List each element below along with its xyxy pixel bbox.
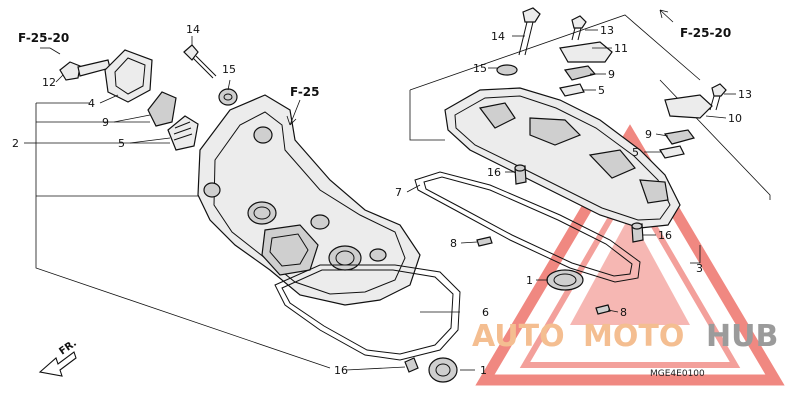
callout-10: 10 — [728, 112, 742, 125]
f-25-arrow — [286, 99, 301, 126]
left-group-bracket — [24, 102, 331, 369]
watermark-moto: MOTO — [583, 319, 684, 354]
callout-9-upper-right: 9 — [608, 68, 615, 81]
front-direction-arrow: FR. — [38, 338, 79, 377]
callout-5-lower-right: 5 — [632, 146, 639, 159]
callout-8-upper-right: 8 — [450, 237, 457, 250]
callout-3: 3 — [696, 262, 703, 275]
left-gasket — [274, 264, 461, 361]
callout-5-left: 5 — [118, 137, 125, 150]
callout-6: 6 — [482, 306, 489, 319]
watermark-hub: HUB — [706, 319, 778, 354]
direction-label: FR. — [57, 338, 78, 358]
callout-2: 2 — [12, 137, 19, 150]
left-leaders — [40, 36, 475, 371]
callout-1-left: 1 — [480, 364, 487, 377]
ref-f-25-20-left: F-25-20 — [18, 31, 69, 45]
right-gasket-inner — [423, 176, 633, 277]
watermark-logo: AUTO MOTO HUB — [472, 124, 785, 386]
callout-4: 4 — [88, 97, 95, 110]
callout-16-upper-right: 16 — [487, 166, 501, 179]
right-gasket — [414, 171, 641, 283]
callout-16-lower-right: 16 — [658, 229, 672, 242]
callout-1-right: 1 — [526, 274, 533, 287]
callout-5-upper-right: 5 — [598, 84, 605, 97]
callout-15-left: 15 — [222, 63, 236, 76]
watermark-auto: AUTO — [472, 319, 565, 354]
left-head-cover — [197, 94, 421, 306]
callout-7: 7 — [395, 186, 402, 199]
ref-f-25-20-right: F-25-20 — [680, 26, 731, 40]
drawing-code: MGE4E0100 — [650, 369, 705, 379]
callout-9-lower-right: 9 — [645, 128, 652, 141]
callout-11: 11 — [614, 42, 628, 55]
callout-14-left: 14 — [186, 23, 200, 36]
right-leaders — [406, 9, 736, 313]
right-small-parts — [476, 7, 727, 315]
ref-f-25: F-25 — [290, 85, 320, 99]
callout-13-lower: 13 — [738, 88, 752, 101]
callout-12: 12 — [42, 76, 56, 89]
callout-13-upper: 13 — [600, 24, 614, 37]
left-gasket-inner — [281, 269, 454, 355]
left-small-parts — [59, 44, 458, 383]
callout-14-right: 14 — [491, 30, 505, 43]
callout-15-right: 15 — [473, 62, 487, 75]
callout-8-lower-right: 8 — [620, 306, 627, 319]
callout-16-left: 16 — [334, 364, 348, 377]
right-head-cover — [444, 87, 681, 229]
callout-9-left: 9 — [102, 116, 109, 129]
